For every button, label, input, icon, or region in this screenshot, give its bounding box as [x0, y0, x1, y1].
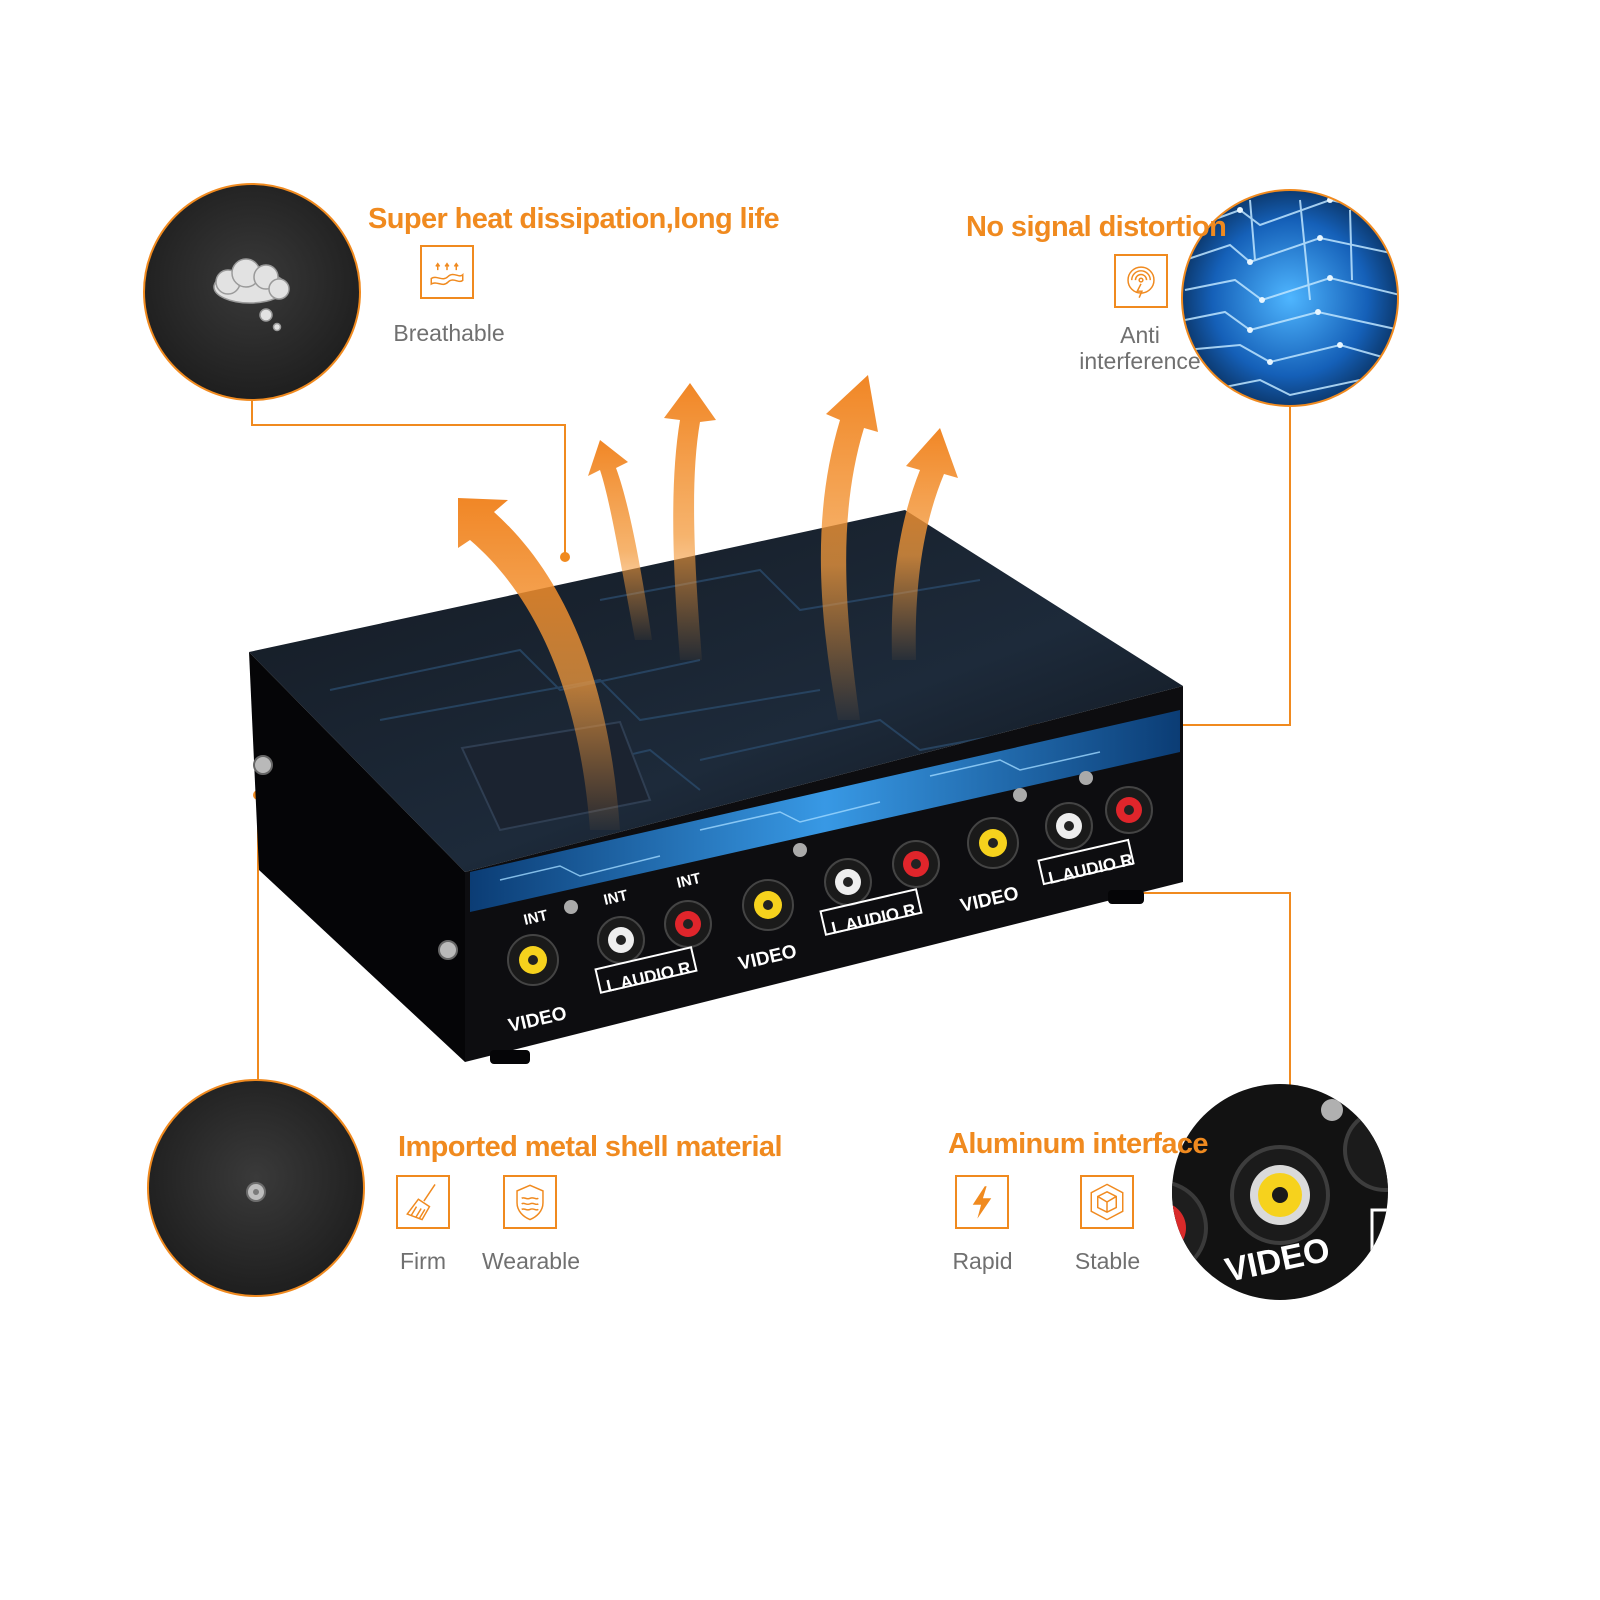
port-group-3: [967, 771, 1153, 886]
metal-shell-heading: Imported metal shell material: [398, 1131, 783, 1163]
port-group-1: [507, 900, 712, 994]
int-label-3: INT: [675, 870, 702, 892]
signal-distortion-heading: No signal distortion: [966, 211, 1227, 243]
cube-icon: [1080, 1175, 1134, 1229]
heat-dissipation-heading: Super heat dissipation,long life: [368, 203, 780, 235]
port-group-2: [742, 840, 940, 936]
heat-arrows: [458, 375, 958, 830]
int-label-2: INT: [602, 887, 629, 909]
anti-interference-icon: [1114, 254, 1168, 308]
pcb-zoom-circle: [1181, 189, 1399, 407]
heat-zoom-circle: [143, 183, 361, 401]
shell-zoom-circle: [147, 1079, 365, 1297]
firm-label: Firm: [400, 1248, 446, 1274]
wearable-label: Wearable: [481, 1248, 581, 1274]
stable-label: Stable: [1074, 1248, 1141, 1274]
wave-shield-icon: [503, 1175, 557, 1229]
broom-icon: [396, 1175, 450, 1229]
breathable-label: Breathable: [393, 320, 505, 346]
switcher-box: VIDEO L AUDIO R INT VIDEO L AUDIO R INT …: [249, 510, 1183, 1064]
int-label-1: INT: [522, 907, 549, 929]
anti-interference-label: Anti interference: [1070, 322, 1210, 374]
anti-interference-label-line2: interference: [1079, 348, 1201, 374]
aluminum-interface-heading: Aluminum interface: [948, 1128, 1209, 1160]
breathable-icon: [420, 245, 474, 299]
port-zoom-circle: VIDEO: [1172, 1084, 1388, 1300]
lightning-icon: [955, 1175, 1009, 1229]
rapid-label: Rapid: [952, 1248, 1013, 1274]
anti-interference-label-line1: Anti: [1120, 322, 1160, 348]
